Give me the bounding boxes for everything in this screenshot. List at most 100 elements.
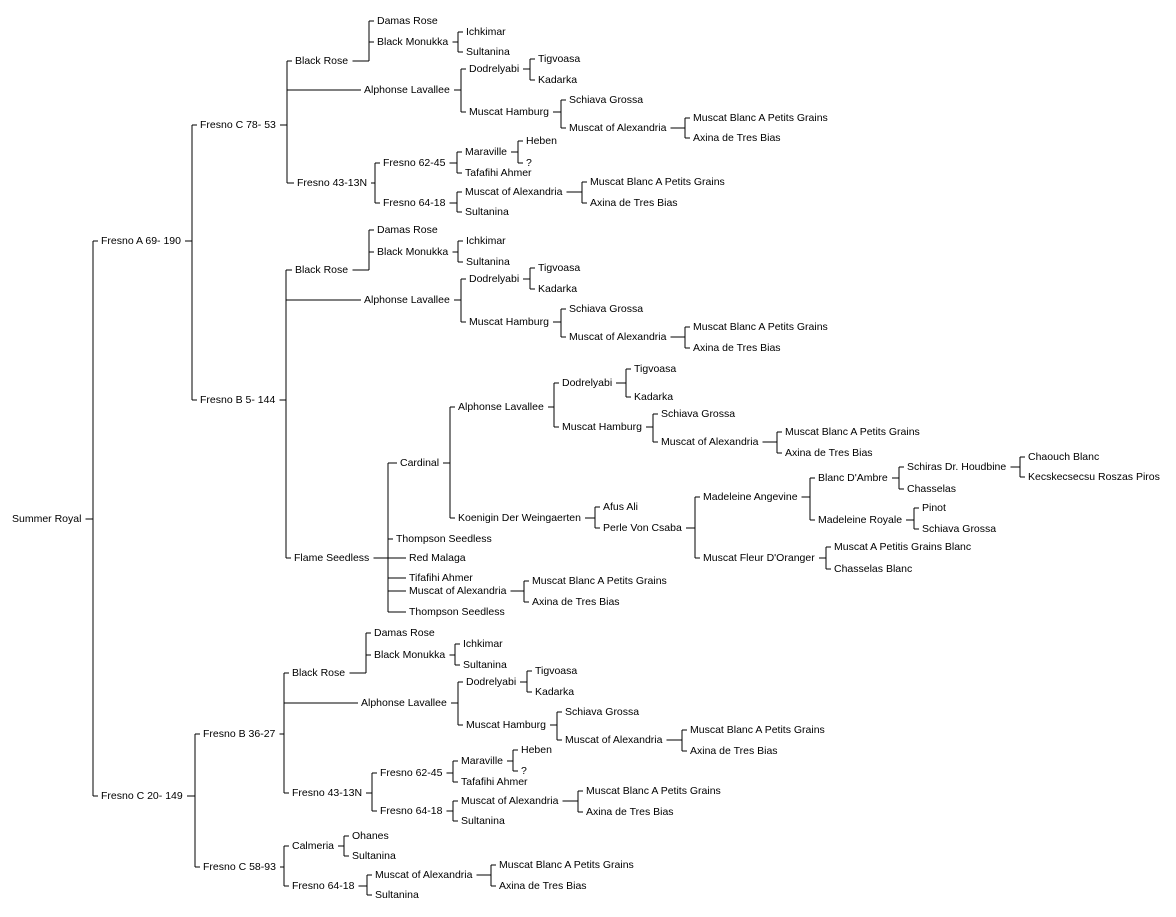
node-damas-rose: Damas Rose bbox=[377, 15, 438, 27]
node-fresno-62-45: Fresno 62-45 bbox=[380, 767, 443, 779]
node-dodrelyabi: Dodrelyabi bbox=[469, 63, 519, 75]
node-black-monukka: Black Monukka bbox=[374, 649, 445, 661]
node-muscat-of-alexandria: Muscat of Alexandria bbox=[409, 585, 507, 597]
node-flame-seedless: Flame Seedless bbox=[294, 552, 369, 564]
node-fresno-c-78-53: Fresno C 78- 53 bbox=[200, 119, 276, 131]
node-sultanina: Sultanina bbox=[352, 850, 396, 862]
node-schiras-dr-houdbine: Schiras Dr. Houdbine bbox=[907, 461, 1006, 473]
node-muscat-blanc-a-petits-grains: Muscat Blanc A Petits Grains bbox=[785, 426, 920, 438]
node-tigvoasa: Tigvoasa bbox=[535, 665, 577, 677]
node-kadarka: Kadarka bbox=[538, 283, 577, 295]
node-chasselas: Chasselas bbox=[907, 483, 956, 495]
node-sultanina: Sultanina bbox=[465, 206, 509, 218]
node-tifafihi-ahmer: Tifafihi Ahmer bbox=[409, 572, 473, 584]
node-ichkimar: Ichkimar bbox=[466, 235, 506, 247]
node-maraville: Maraville bbox=[461, 755, 503, 767]
node-ichkimar: Ichkimar bbox=[466, 26, 506, 38]
node-damas-rose: Damas Rose bbox=[377, 224, 438, 236]
node-sultanina: Sultanina bbox=[466, 46, 510, 58]
node-fresno-64-18: Fresno 64-18 bbox=[380, 805, 443, 817]
node-muscat-of-alexandria: Muscat of Alexandria bbox=[465, 186, 563, 198]
node-fresno-c-20-149: Fresno C 20- 149 bbox=[101, 790, 183, 802]
node-fresno-b-36-27: Fresno B 36-27 bbox=[203, 728, 276, 740]
node-red-malaga: Red Malaga bbox=[409, 552, 466, 564]
node-muscat-blanc-a-petits-grains: Muscat Blanc A Petits Grains bbox=[586, 785, 721, 797]
node-pinot: Pinot bbox=[922, 502, 946, 514]
node-ichkimar: Ichkimar bbox=[463, 638, 503, 650]
node-axina-de-tres-bias: Axina de Tres Bias bbox=[690, 745, 778, 757]
node-muscat-of-alexandria: Muscat of Alexandria bbox=[461, 795, 559, 807]
node-fresno-43-13n: Fresno 43-13N bbox=[292, 787, 362, 799]
node-madeleine-royale: Madeleine Royale bbox=[818, 514, 902, 526]
node-schiava-grossa: Schiava Grossa bbox=[922, 523, 996, 535]
node-heben: Heben bbox=[526, 135, 557, 147]
node-fresno-64-18: Fresno 64-18 bbox=[292, 880, 355, 892]
node-dodrelyabi: Dodrelyabi bbox=[466, 676, 516, 688]
node-unknown: ? bbox=[526, 157, 532, 169]
node-chasselas-blanc: Chasselas Blanc bbox=[834, 563, 912, 575]
node-schiava-grossa: Schiava Grossa bbox=[569, 94, 643, 106]
node-tigvoasa: Tigvoasa bbox=[634, 363, 676, 375]
node-afus-ali: Afus Ali bbox=[603, 501, 638, 513]
node-sultanina: Sultanina bbox=[463, 659, 507, 671]
node-thompson-seedless: Thompson Seedless bbox=[396, 533, 492, 545]
node-muscat-fleur-d-oranger: Muscat Fleur D'Oranger bbox=[703, 552, 815, 564]
node-fresno-43-13n: Fresno 43-13N bbox=[297, 177, 367, 189]
node-axina-de-tres-bias: Axina de Tres Bias bbox=[586, 806, 674, 818]
node-muscat-of-alexandria: Muscat of Alexandria bbox=[375, 869, 473, 881]
node-muscat-blanc-a-petits-grains: Muscat Blanc A Petits Grains bbox=[532, 575, 667, 587]
node-tafafihi-ahmer: Tafafihi Ahmer bbox=[461, 776, 528, 788]
tree-labels: Summer Royal Fresno A 69- 190 Fresno C 78-… bbox=[12, 15, 1160, 901]
node-unknown: ? bbox=[521, 765, 527, 777]
node-tigvoasa: Tigvoasa bbox=[538, 53, 580, 65]
node-sultanina: Sultanina bbox=[461, 815, 505, 827]
node-damas-rose: Damas Rose bbox=[374, 627, 435, 639]
node-muscat-blanc-a-petits-grains: Muscat Blanc A Petits Grains bbox=[693, 321, 828, 333]
node-maraville: Maraville bbox=[465, 146, 507, 158]
node-axina-de-tres-bias: Axina de Tres Bias bbox=[693, 132, 781, 144]
node-calmeria: Calmeria bbox=[292, 840, 334, 852]
node-summer-royal: Summer Royal bbox=[12, 513, 81, 525]
node-axina-de-tres-bias: Axina de Tres Bias bbox=[499, 880, 587, 892]
node-blanc-d-ambre: Blanc D'Ambre bbox=[818, 472, 888, 484]
node-muscat-hamburg: Muscat Hamburg bbox=[469, 316, 549, 328]
node-muscat-of-alexandria: Muscat of Alexandria bbox=[569, 331, 667, 343]
node-kadarka: Kadarka bbox=[535, 686, 574, 698]
node-muscat-a-petitis-grains-blanc: Muscat A Petitis Grains Blanc bbox=[834, 541, 971, 553]
node-muscat-blanc-a-petits-grains: Muscat Blanc A Petits Grains bbox=[590, 176, 725, 188]
node-axina-de-tres-bias: Axina de Tres Bias bbox=[785, 447, 873, 459]
node-dodrelyabi: Dodrelyabi bbox=[469, 273, 519, 285]
node-thompson-seedless: Thompson Seedless bbox=[409, 606, 505, 618]
node-alphonse-lavallee: Alphonse Lavallee bbox=[364, 84, 450, 96]
node-kadarka: Kadarka bbox=[634, 391, 673, 403]
node-tafafihi-ahmer: Tafafihi Ahmer bbox=[465, 167, 532, 179]
node-schiava-grossa: Schiava Grossa bbox=[569, 303, 643, 315]
node-fresno-a-69-190: Fresno A 69- 190 bbox=[101, 235, 181, 247]
node-alphonse-lavallee: Alphonse Lavallee bbox=[361, 697, 447, 709]
node-black-rose: Black Rose bbox=[295, 264, 348, 276]
node-fresno-c-58-93: Fresno C 58-93 bbox=[203, 861, 276, 873]
node-muscat-of-alexandria: Muscat of Alexandria bbox=[565, 734, 663, 746]
node-ohanes: Ohanes bbox=[352, 830, 389, 842]
node-muscat-hamburg: Muscat Hamburg bbox=[466, 719, 546, 731]
node-axina-de-tres-bias: Axina de Tres Bias bbox=[693, 342, 781, 354]
node-axina-de-tres-bias: Axina de Tres Bias bbox=[532, 596, 620, 608]
node-dodrelyabi: Dodrelyabi bbox=[562, 377, 612, 389]
node-koenigin-der-weingaerten: Koenigin Der Weingaerten bbox=[458, 512, 581, 524]
node-kecskecsecsu-roszas-piros: Kecskecsecsu Roszas Piros bbox=[1028, 471, 1160, 483]
node-tigvoasa: Tigvoasa bbox=[538, 262, 580, 274]
node-muscat-of-alexandria: Muscat of Alexandria bbox=[569, 122, 667, 134]
node-kadarka: Kadarka bbox=[538, 74, 577, 86]
node-madeleine-angevine: Madeleine Angevine bbox=[703, 491, 798, 503]
node-sultanina: Sultanina bbox=[375, 889, 419, 901]
node-fresno-64-18: Fresno 64-18 bbox=[383, 197, 446, 209]
node-cardinal: Cardinal bbox=[400, 457, 439, 469]
node-schiava-grossa: Schiava Grossa bbox=[661, 408, 735, 420]
node-black-rose: Black Rose bbox=[292, 667, 345, 679]
node-black-rose: Black Rose bbox=[295, 55, 348, 67]
node-black-monukka: Black Monukka bbox=[377, 246, 448, 258]
node-schiava-grossa: Schiava Grossa bbox=[565, 706, 639, 718]
node-muscat-blanc-a-petits-grains: Muscat Blanc A Petits Grains bbox=[690, 724, 825, 736]
node-sultanina: Sultanina bbox=[466, 256, 510, 268]
